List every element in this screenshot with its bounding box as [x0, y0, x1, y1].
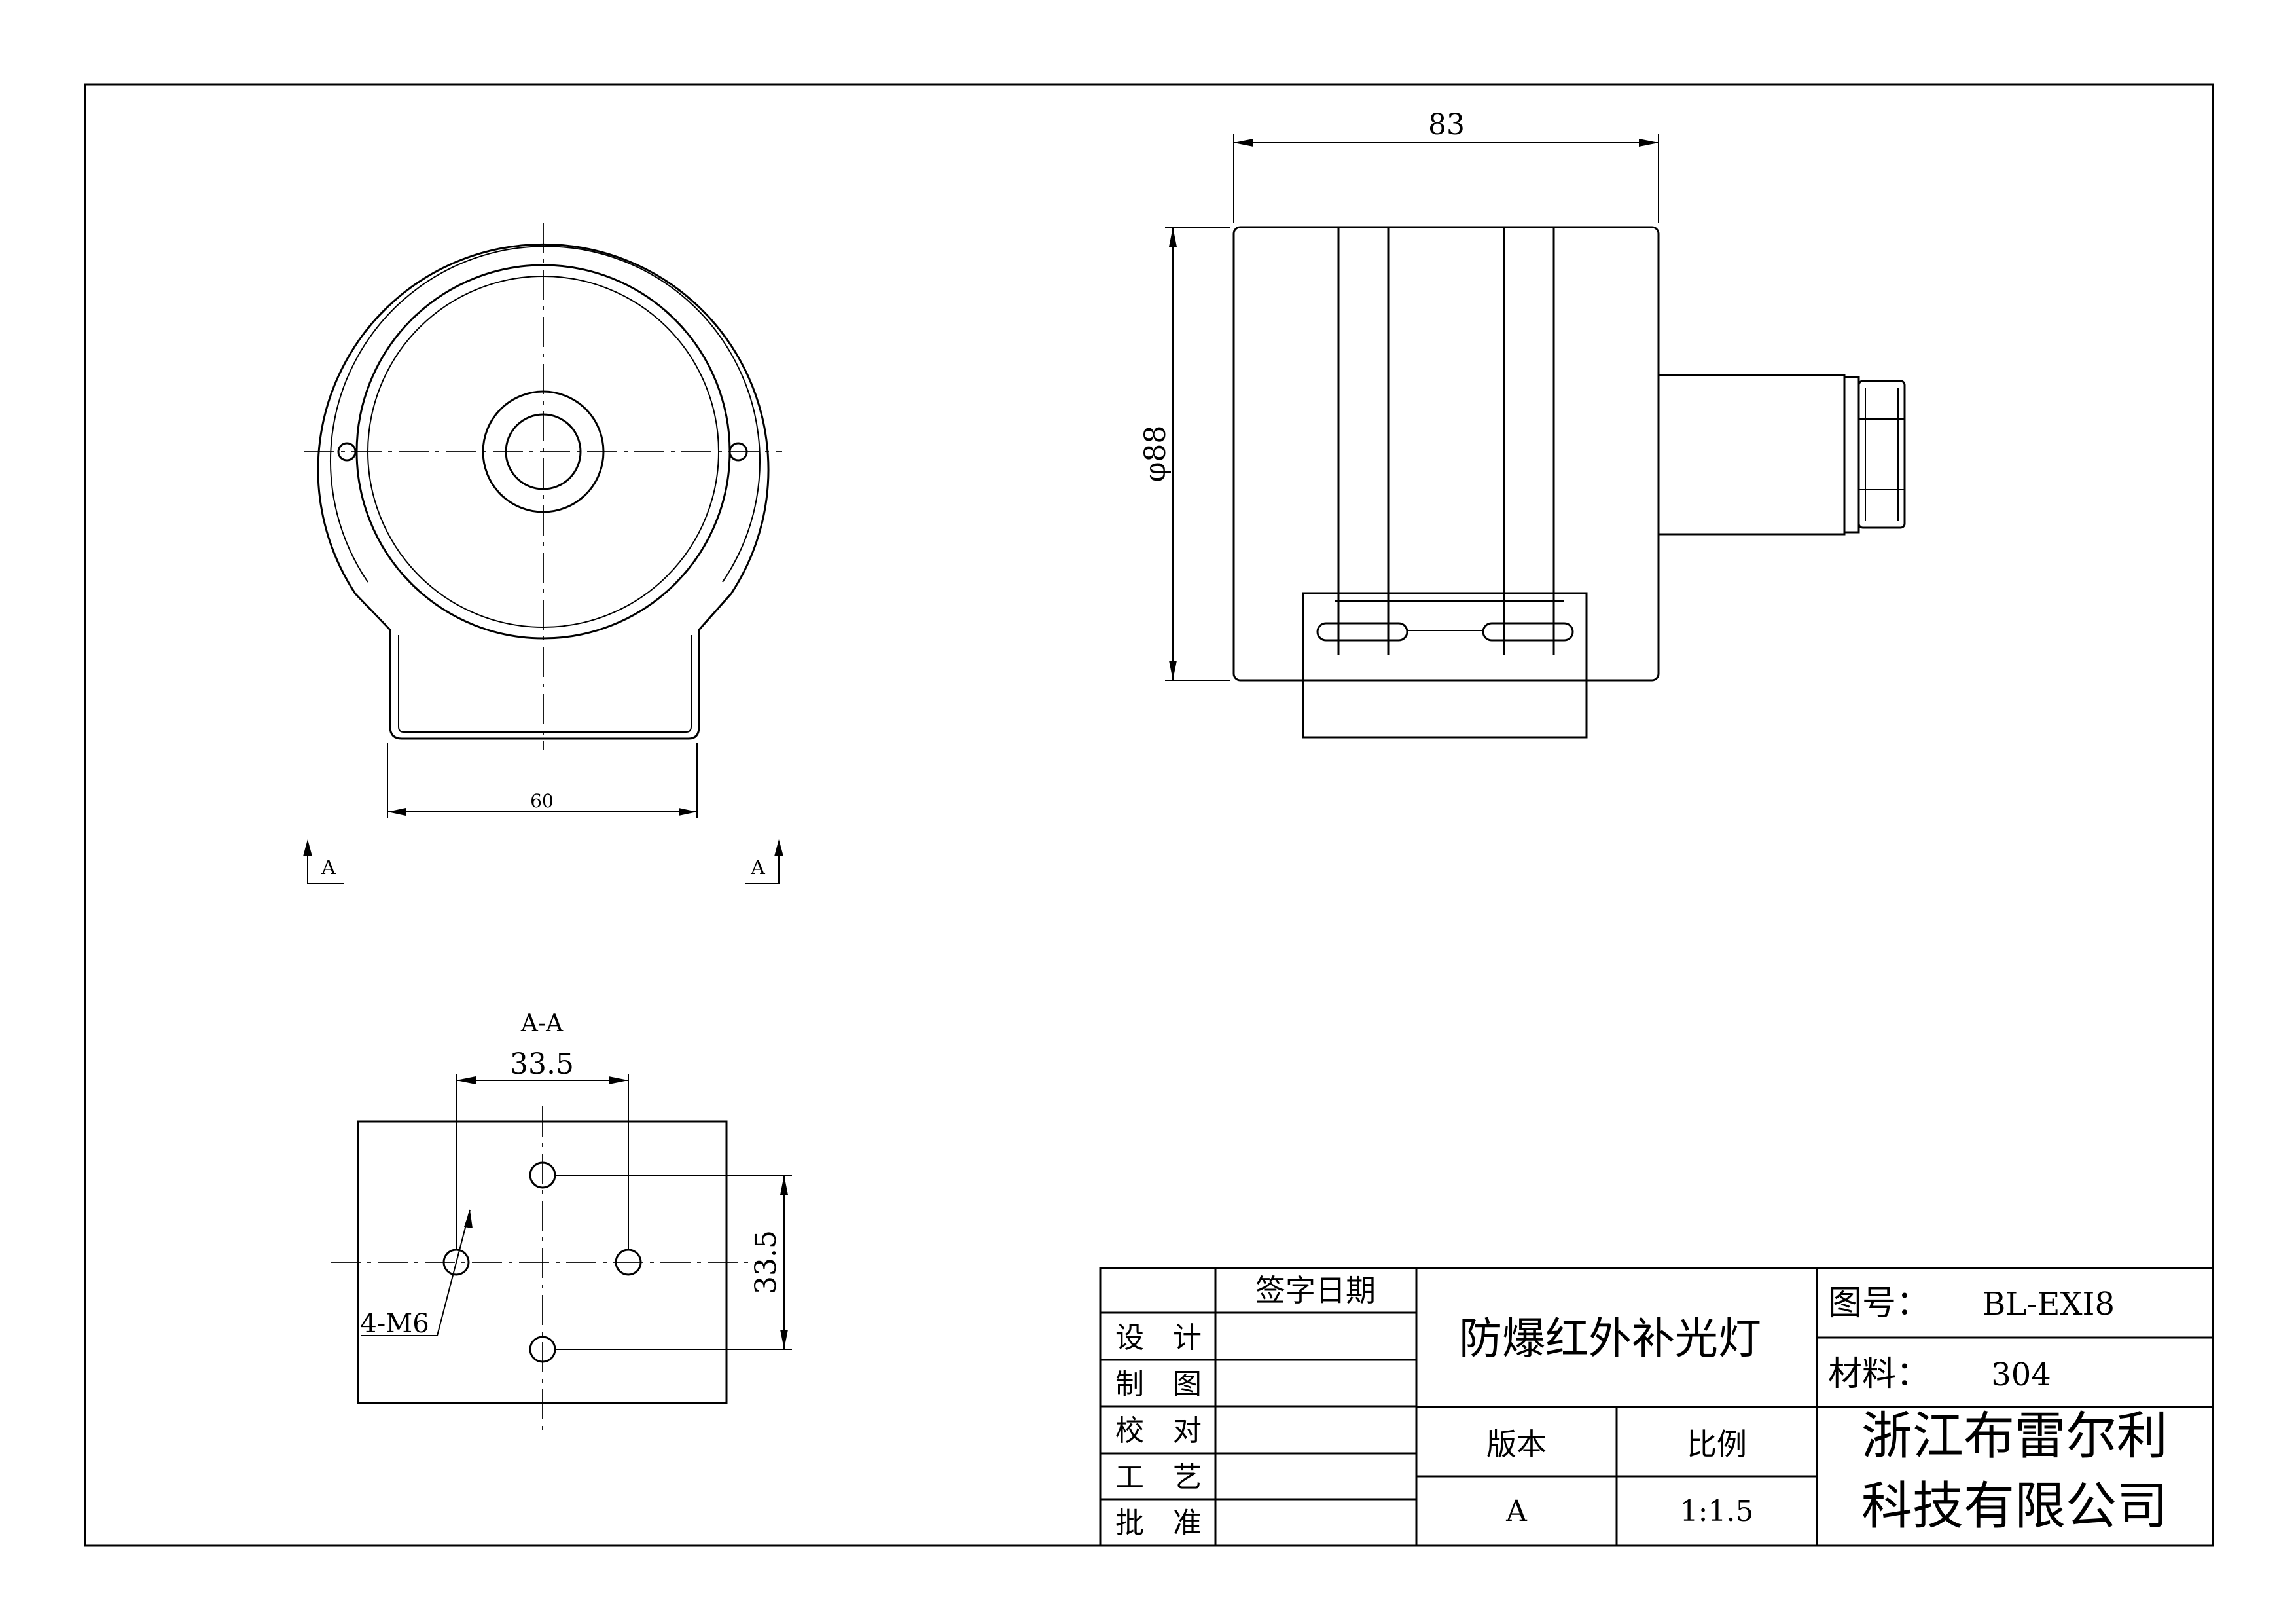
- slot-right: [1482, 622, 1574, 642]
- dimension-label-60: 60: [530, 790, 554, 812]
- title-block: 签字日期 设 计 制 图 校 对 工 艺 批 准 防爆红外补光灯 图号： BL-…: [1099, 1267, 2214, 1547]
- section-marker-right: A: [750, 856, 765, 879]
- company-name-line-1: 浙江布雷尔利: [1861, 1407, 2168, 1466]
- section-marker-left: A: [321, 856, 336, 879]
- row-approve: 批 准: [1115, 1506, 1202, 1540]
- dimension-label-83: 83: [1428, 108, 1465, 141]
- dimension-label-33-5-h: 33.5: [510, 1048, 574, 1081]
- version-label: 版本: [1486, 1427, 1547, 1462]
- drawing-no: BL-EXI8: [1982, 1286, 2115, 1322]
- dimension-label-diameter: φ88: [1139, 426, 1172, 483]
- product-name: 防爆红外补光灯: [1459, 1313, 1761, 1364]
- row-check: 校 对: [1115, 1414, 1202, 1448]
- row-drafting: 制 图: [1115, 1368, 1202, 1401]
- front-view: 60 A A: [303, 223, 783, 884]
- section-arrow-left: [303, 839, 312, 856]
- scale-value: 1:1.5: [1680, 1495, 1754, 1528]
- mount-bracket-inner: [398, 635, 692, 733]
- side-body: [1232, 226, 1660, 682]
- housing-outer-outline-2: [330, 246, 761, 583]
- row-process: 工 艺: [1115, 1461, 1202, 1494]
- row-design: 设 计: [1115, 1321, 1202, 1355]
- version-value: A: [1505, 1495, 1528, 1528]
- mount-bracket: [354, 593, 732, 740]
- material-label: 材料：: [1828, 1355, 1930, 1394]
- section-arrow-right: [774, 839, 783, 856]
- slot-left: [1316, 622, 1408, 642]
- cable-gland-nut: [1857, 380, 1906, 529]
- scale-label: 比例: [1687, 1427, 1747, 1462]
- dimension-label-33-5-v: 33.5: [749, 1230, 783, 1294]
- hole-callout: 4-M6: [360, 1309, 429, 1339]
- material-value: 304: [1991, 1357, 2051, 1393]
- cable-gland-body: [1657, 374, 1846, 536]
- side-base-block: [1302, 592, 1588, 739]
- company-name-line-2: 科技有限公司: [1861, 1477, 2168, 1536]
- drawing-no-label: 图号：: [1828, 1284, 1930, 1323]
- side-view: 83 φ88: [1139, 108, 1906, 739]
- sign-date-header: 签字日期: [1255, 1273, 1376, 1308]
- section-view: A-A 33.5 33.5 4-M6: [331, 1010, 792, 1431]
- hole-leader-line: [437, 1209, 471, 1336]
- section-title: A-A: [520, 1010, 564, 1037]
